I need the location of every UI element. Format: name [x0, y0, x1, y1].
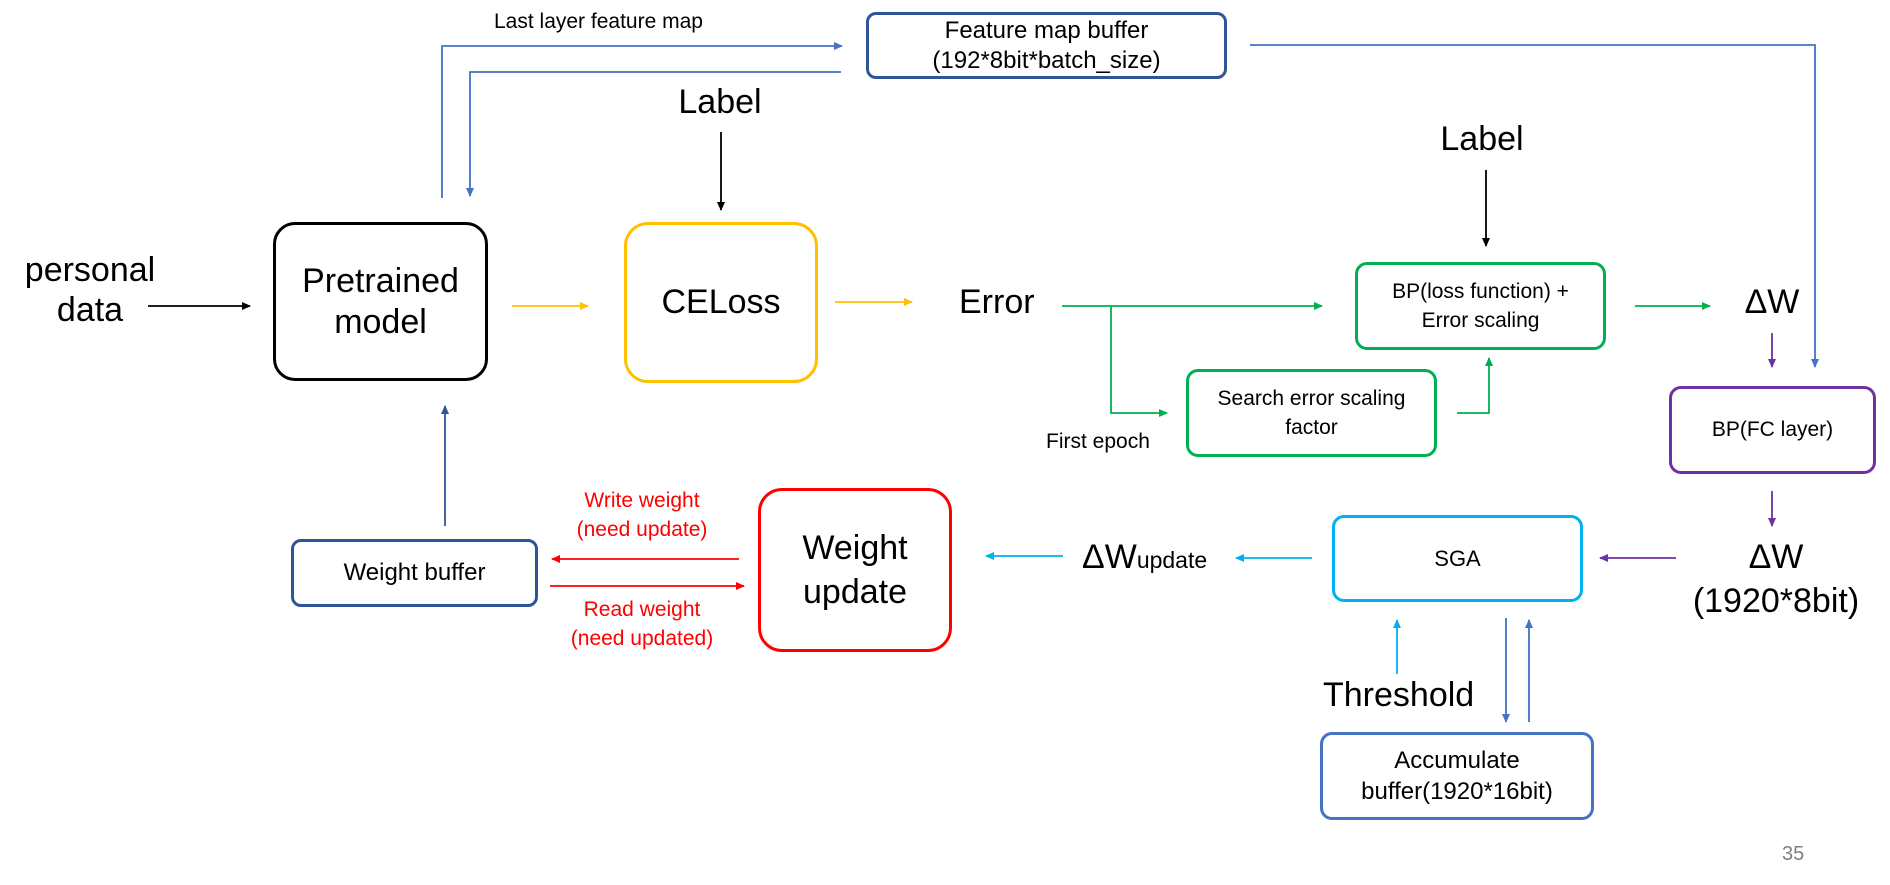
error-label: Error [959, 283, 1035, 321]
celoss-box: CELoss [624, 222, 818, 383]
bp-fc-label: BP(FC layer) [1711, 418, 1834, 441]
arrow-error-to-search [1110, 306, 1168, 417]
delta-w-update-main: ΔW [1082, 538, 1137, 576]
feature-map-buffer-box: Feature map buffer (192*8bit*batch_size) [866, 12, 1227, 79]
weight-buffer-box: Weight buffer [291, 539, 538, 607]
write-weight-label: Write weight (need update) [552, 486, 732, 545]
personal-data-label: personal data [18, 250, 162, 330]
bp-fc-layer-box: BP(FC layer) [1669, 386, 1876, 474]
feature-buffer-line2: (192*8bit*batch_size) [932, 46, 1161, 74]
arrow-feature-buffer-to-model [466, 71, 841, 197]
weight-update-box: Weight update [758, 488, 952, 652]
sga-box: SGA [1332, 515, 1583, 602]
read-weight-line2: (need updated) [570, 627, 714, 651]
search-line1: Search error scaling [1217, 386, 1406, 410]
weight-update-line2: update [803, 573, 907, 611]
delta-w-bottom-line2: (1920*8bit) [1692, 581, 1860, 620]
search-line2: factor [1285, 416, 1338, 439]
weight-buffer-label: Weight buffer [343, 559, 486, 586]
write-weight-line2: (need update) [576, 518, 708, 542]
threshold-label: Threshold [1323, 676, 1475, 714]
bp-loss-line2: Error scaling [1421, 309, 1540, 332]
arrow-feature-buffer-to-bpfc [1250, 44, 1819, 368]
label-left: Label [678, 83, 762, 121]
read-weight-line1: Read weight [583, 598, 701, 621]
delta-w-bottom-line1: ΔW [1748, 538, 1804, 576]
search-error-scaling-box: Search error scaling factor [1186, 369, 1437, 457]
bp-loss-function-box: BP(loss function) + Error scaling [1355, 262, 1606, 350]
celoss-label: CELoss [661, 283, 781, 321]
sga-label: SGA [1434, 545, 1481, 571]
pretrained-line1: Pretrained [302, 261, 459, 300]
accumulate-buffer-box: Accumulate buffer(1920*16bit) [1320, 732, 1594, 820]
delta-w-update-label: ΔWupdate [1082, 537, 1207, 578]
label-right: Label [1440, 120, 1524, 158]
pretrained-model-box: Pretrained model [273, 222, 488, 381]
first-epoch-label: First epoch [1046, 430, 1150, 453]
delta-w-bottom-label: ΔW (1920*8bit) [1672, 536, 1880, 623]
personal-data-line1: personal [24, 251, 156, 289]
write-weight-line1: Write weight [584, 489, 700, 512]
delta-w-update-subscript: update [1136, 547, 1208, 573]
page-number: 35 [1782, 843, 1805, 865]
personal-data-line2: data [56, 291, 124, 330]
arrow-model-to-feature-buffer [441, 42, 843, 198]
arrow-search-to-bploss [1457, 357, 1493, 414]
bp-loss-line1: BP(loss function) + [1392, 279, 1569, 303]
read-weight-label: Read weight (need updated) [552, 595, 732, 654]
weight-update-line1: Weight [802, 528, 908, 567]
feature-buffer-line1: Feature map buffer [944, 16, 1149, 44]
pretrained-line2: model [334, 302, 427, 341]
delta-w-top-label: ΔW [1744, 283, 1800, 321]
accumulate-line1: Accumulate [1394, 746, 1520, 774]
last-layer-feature-map-label: Last layer feature map [494, 10, 703, 33]
accumulate-line2: buffer(1920*16bit) [1361, 778, 1553, 805]
